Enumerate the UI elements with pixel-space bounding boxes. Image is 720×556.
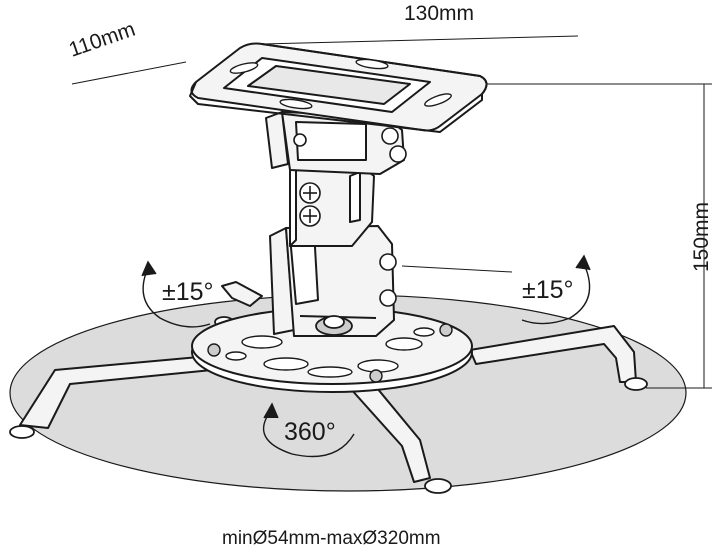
base-plate xyxy=(191,307,473,393)
lower-bracket xyxy=(269,225,395,337)
dimension-lines xyxy=(71,35,712,389)
projector-range-label: minØ54mm-maxØ320mm xyxy=(222,528,441,549)
rotation-arrows xyxy=(141,254,591,458)
upper-screws xyxy=(293,127,407,163)
dimension-height-label: 150mm xyxy=(690,201,713,272)
lower-screws xyxy=(379,253,397,307)
tilt-right-label: ±15° xyxy=(522,276,574,304)
pole-screws xyxy=(299,182,321,227)
center-nut xyxy=(315,315,353,336)
rotation-label: 360° xyxy=(284,418,336,446)
dimension-width-label: 130mm xyxy=(404,2,475,25)
ceiling-plate xyxy=(189,42,488,133)
tilt-left-label: ±15° xyxy=(162,278,214,306)
